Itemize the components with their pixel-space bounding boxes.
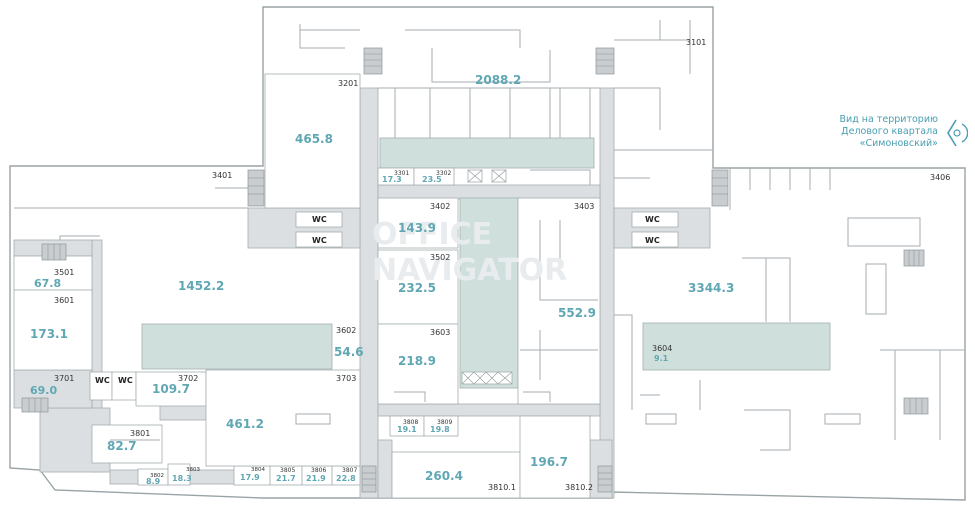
room-labels: 3101 2088.2 3201 465.8 3301 17.3 3302 23… [30, 38, 950, 492]
room-area-3403[interactable]: 552.9 [558, 306, 596, 320]
room-number-3401[interactable]: 3401 [212, 171, 232, 180]
room-number-3501[interactable]: 3501 [54, 268, 74, 277]
wc-label: WC [645, 236, 660, 245]
wc-label: WC [95, 376, 110, 385]
room-number-3805[interactable]: 3805 [280, 467, 295, 474]
room-number-3703[interactable]: 3703 [336, 374, 356, 383]
room-area-3602[interactable]: 54.6 [334, 345, 364, 359]
room-area-3406[interactable]: 3344.3 [688, 281, 734, 295]
room-area-3702[interactable]: 109.7 [152, 382, 190, 396]
corridors [13, 87, 711, 499]
room-area-3402[interactable]: 143.9 [398, 221, 436, 235]
room-number-3702[interactable]: 3702 [178, 374, 198, 383]
view-direction-icon [947, 119, 968, 147]
rooms [13, 73, 601, 499]
wc-label: WC [118, 376, 133, 385]
room-area-3201[interactable]: 465.8 [295, 132, 333, 146]
note-line2: Делового квартала [841, 126, 938, 137]
room-area-3803[interactable]: 18.3 [172, 474, 192, 483]
wc-label: WC [312, 215, 327, 224]
room-number-3807[interactable]: 3807 [342, 467, 357, 474]
partitions [14, 20, 965, 451]
room-area-3810-2[interactable]: 196.7 [530, 455, 568, 469]
room-area-3807[interactable]: 22.8 [336, 474, 356, 483]
room-number-3302[interactable]: 3302 [436, 170, 451, 177]
wc-label: WC [312, 236, 327, 245]
staircases [21, 47, 929, 493]
room-area-3809[interactable]: 19.8 [430, 425, 450, 434]
note-line1: Вид на территорию [839, 114, 939, 125]
wc-label: WC [645, 215, 660, 224]
room-number-3604[interactable]: 3604 [652, 344, 672, 353]
room-number-3502[interactable]: 3502 [430, 253, 450, 262]
wc-blocks [295, 211, 679, 248]
room-number-3801[interactable]: 3801 [130, 429, 150, 438]
room-area-3301[interactable]: 17.3 [382, 175, 402, 184]
room-area-3805[interactable]: 21.7 [276, 474, 296, 483]
room-number-3602[interactable]: 3602 [336, 326, 356, 335]
room-area-3808[interactable]: 19.1 [397, 425, 417, 434]
room-area-3703[interactable]: 461.2 [226, 417, 264, 431]
room-area-3604[interactable]: 9.1 [654, 354, 669, 363]
room-area-3801[interactable]: 82.7 [107, 439, 137, 453]
room-area-3302[interactable]: 23.5 [422, 175, 442, 184]
room-number-3808[interactable]: 3808 [403, 419, 418, 426]
watermark-line1: OFFICE [372, 217, 492, 252]
room-number-3406[interactable]: 3406 [930, 173, 950, 182]
room-area-3802[interactable]: 8.9 [146, 477, 161, 486]
room-area-3101[interactable]: 2088.2 [475, 73, 521, 87]
room-area-3502[interactable]: 232.5 [398, 281, 436, 295]
room-number-3806[interactable]: 3806 [311, 467, 326, 474]
watermark-line2: NAVIGATOR [372, 253, 567, 288]
room-number-3803[interactable]: 3803 [186, 467, 200, 473]
room-number-3402[interactable]: 3402 [430, 202, 450, 211]
room-number-3701[interactable]: 3701 [54, 374, 74, 383]
room-area-3810[interactable]: 260.4 [425, 469, 463, 483]
room-number-3802[interactable]: 3802 [150, 473, 164, 479]
note-line3: «Симоновский» [859, 138, 938, 149]
room-area-3401[interactable]: 1452.2 [178, 279, 224, 293]
elevator-shafts [461, 169, 513, 385]
room-area-3603[interactable]: 218.9 [398, 354, 436, 368]
room-number-3601[interactable]: 3601 [54, 296, 74, 305]
room-number-3810-2[interactable]: 3810.2 [565, 483, 593, 492]
room-number-3403[interactable]: 3403 [574, 202, 594, 211]
room-area-3601[interactable]: 173.1 [30, 327, 68, 341]
room-area-3701[interactable]: 69.0 [30, 384, 57, 397]
territory-view-note: Вид на территорию Делового квартала «Сим… [820, 114, 939, 150]
room-number-3810-1[interactable]: 3810.1 [488, 483, 516, 492]
room-number-3301[interactable]: 3301 [394, 170, 409, 177]
room-area-3806[interactable]: 21.9 [306, 474, 326, 483]
room-number-3804[interactable]: 3804 [251, 467, 265, 473]
room-number-3201[interactable]: 3201 [338, 79, 358, 88]
room-number-3603[interactable]: 3603 [430, 328, 450, 337]
room-number-3809[interactable]: 3809 [437, 419, 452, 426]
room-area-3804[interactable]: 17.9 [240, 473, 260, 482]
highlight-zones [141, 137, 831, 389]
room-area-3501[interactable]: 67.8 [34, 277, 61, 290]
room-number-3101[interactable]: 3101 [686, 38, 706, 47]
